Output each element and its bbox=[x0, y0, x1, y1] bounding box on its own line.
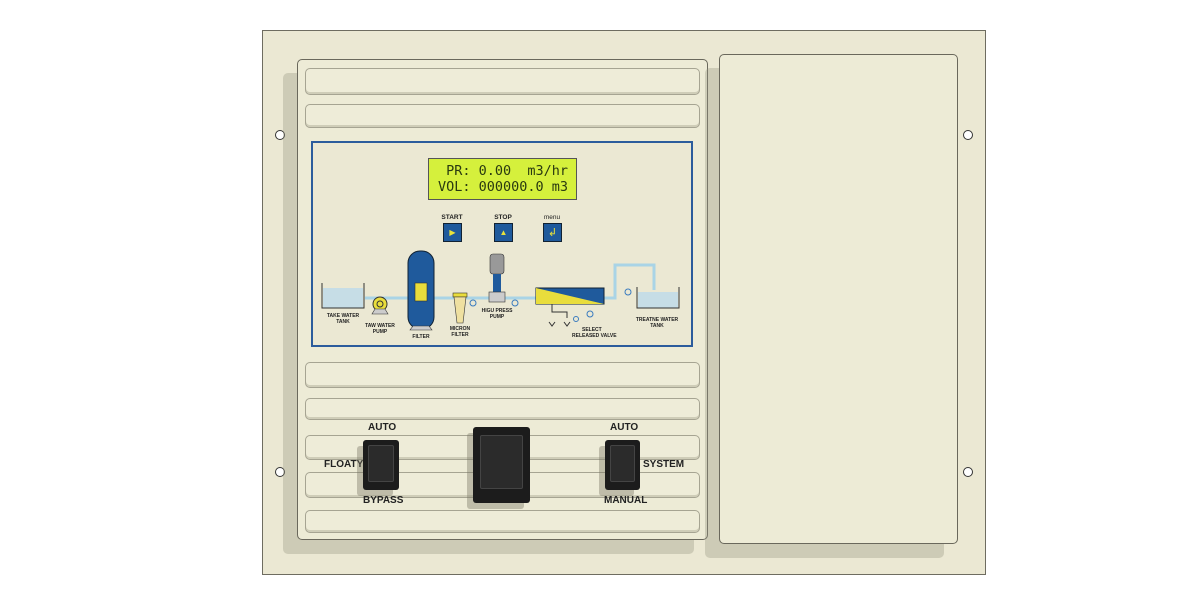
vent-slat bbox=[305, 510, 700, 533]
micron-filter-label: MICRON bbox=[450, 326, 471, 332]
valve-icon bbox=[586, 310, 594, 318]
system-rocker-switch[interactable] bbox=[605, 440, 640, 490]
vent-slat bbox=[305, 104, 700, 128]
micron-filter-label: FILTER bbox=[451, 332, 469, 338]
lcd-display: PR: 0.00 m3/hr VOL: 000000.0 m3 bbox=[428, 158, 577, 200]
valve-icon bbox=[469, 299, 477, 307]
take-tank-label: TAKE WATER bbox=[327, 313, 360, 319]
high-pressure-pump-icon bbox=[488, 253, 506, 303]
treated-tank-label: TANK bbox=[650, 323, 664, 329]
screw-hole bbox=[963, 467, 973, 477]
start-label: START bbox=[441, 214, 463, 221]
raw-pump-label: TAW WATER bbox=[365, 323, 395, 329]
volume-readout: VOL: 000000.0 m3 bbox=[437, 179, 568, 195]
screw-hole bbox=[963, 130, 973, 140]
floaty-rocker-switch[interactable] bbox=[363, 440, 399, 490]
filter-label: FILTER bbox=[412, 334, 430, 340]
screw-hole bbox=[275, 467, 285, 477]
flow-rate-readout: PR: 0.00 m3/hr bbox=[446, 163, 568, 179]
vent-slat bbox=[305, 362, 700, 388]
start-button[interactable]: ▶ bbox=[443, 223, 462, 242]
valve-icon bbox=[511, 299, 519, 307]
valve-label: SELECT bbox=[582, 327, 602, 333]
left-switch-side-label: FLOATY bbox=[324, 459, 364, 470]
cabinet-door[interactable] bbox=[719, 54, 958, 544]
raw-pump-label: PUMP bbox=[373, 329, 388, 335]
valve-label: RELEASED VALVE bbox=[572, 333, 617, 339]
take-tank-label: TANK bbox=[336, 319, 350, 325]
stop-button[interactable]: ▲ bbox=[494, 223, 513, 242]
filter-vessel-icon bbox=[407, 250, 435, 331]
treated-tank-label: TREATNE WATER bbox=[636, 317, 679, 323]
triangle-up-icon: ▲ bbox=[499, 228, 508, 237]
raw-water-pump-icon bbox=[371, 296, 389, 315]
enter-icon: ↲ bbox=[547, 227, 558, 239]
right-switch-side-label: SYSTEM bbox=[643, 459, 685, 470]
main-power-rocker-switch[interactable] bbox=[473, 427, 530, 503]
left-switch-top-label: AUTO bbox=[368, 422, 397, 433]
hp-pump-label: HIGU PRESS bbox=[482, 308, 514, 314]
pipe bbox=[603, 263, 656, 300]
micron-filter-icon bbox=[452, 292, 468, 324]
vent-slat bbox=[305, 398, 700, 420]
play-icon: ▶ bbox=[449, 228, 456, 237]
treated-water-tank-icon bbox=[636, 287, 680, 309]
menu-label: menu bbox=[543, 214, 561, 221]
right-switch-top-label: AUTO bbox=[610, 422, 639, 433]
stop-label: STOP bbox=[494, 214, 512, 221]
menu-button[interactable]: ↲ bbox=[543, 223, 562, 242]
take-water-tank-icon bbox=[321, 283, 365, 309]
membrane-vessel-icon bbox=[535, 287, 605, 327]
hp-pump-label: PUMP bbox=[490, 314, 505, 320]
vent-slat bbox=[305, 68, 700, 95]
valve-icon bbox=[573, 316, 579, 322]
screw-hole bbox=[275, 130, 285, 140]
valve-icon bbox=[624, 288, 632, 296]
right-switch-bottom-label: MANUAL bbox=[604, 495, 648, 506]
left-switch-bottom-label: BYPASS bbox=[363, 495, 404, 506]
